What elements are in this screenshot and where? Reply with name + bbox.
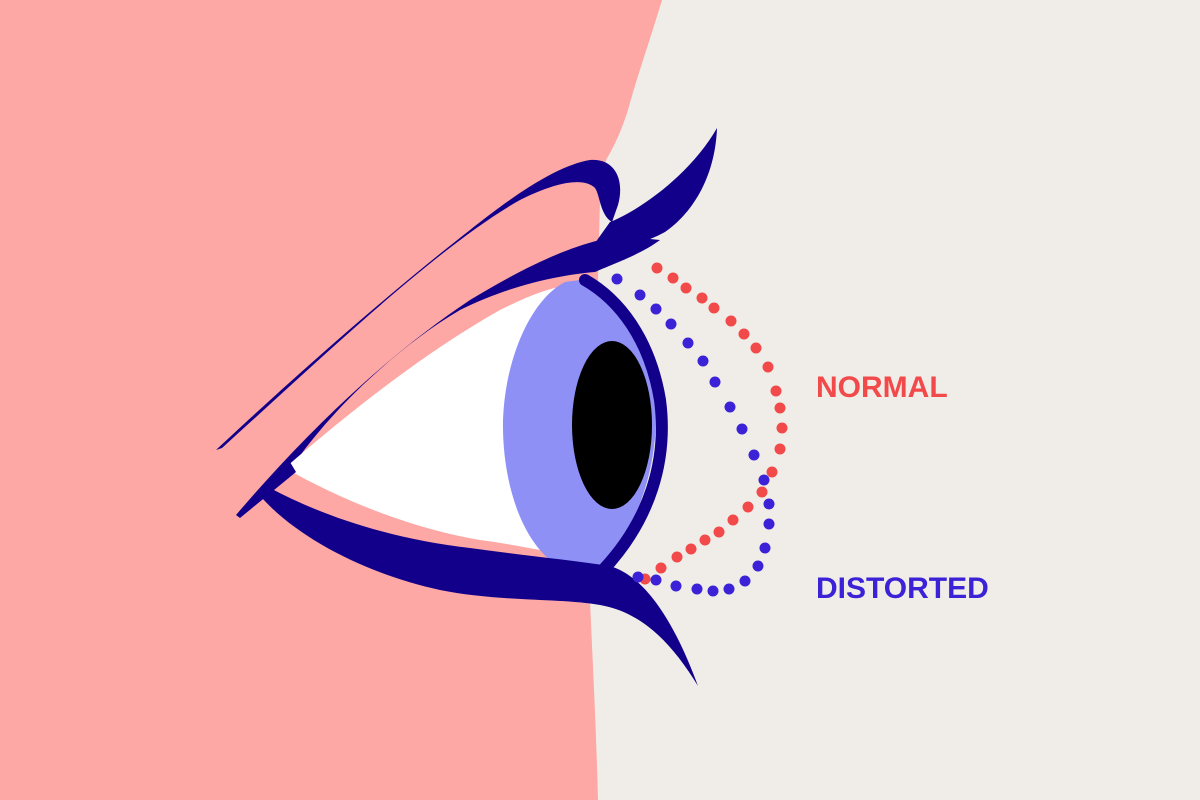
normal-curve-dot (738, 328, 750, 340)
distorted-curve-dot (748, 449, 760, 461)
normal-curve-dot (776, 422, 788, 434)
distorted-curve-dot (611, 273, 623, 285)
distorted-curve-dot (736, 423, 748, 435)
normal-curve-dot (727, 514, 739, 526)
distorted-curve-dot (665, 318, 677, 330)
eyelash-top (590, 128, 717, 250)
distorted-curve-dot (723, 583, 735, 595)
distorted-curve-dot (650, 303, 662, 315)
normal-curve-dot (685, 543, 697, 555)
normal-curve-dot (708, 302, 720, 314)
normal-curve-dot (774, 402, 786, 414)
distorted-label: DISTORTED (816, 572, 989, 605)
distorted-curve-dot (691, 583, 703, 595)
normal-curve-dot (756, 486, 768, 498)
distorted-curve-dot (758, 474, 770, 486)
lower-eyelid (262, 488, 698, 686)
distorted-curve-dot (650, 574, 662, 586)
distorted-curve-dot (763, 518, 775, 530)
normal-curve-dot (742, 501, 754, 513)
normal-curve-dot (725, 315, 737, 327)
normal-curve-dot (770, 385, 782, 397)
distorted-curve-dot (759, 542, 771, 554)
distorted-curve-dot (697, 355, 709, 367)
normal-curve-dot (671, 551, 683, 563)
distorted-curve-dot (682, 337, 694, 349)
distorted-curve-dot (763, 498, 775, 510)
distorted-curve-dot (739, 575, 751, 587)
distorted-curve-dot (670, 580, 682, 592)
distorted-curve-dot (707, 585, 719, 597)
distorted-curve-dot (752, 560, 764, 572)
face-skin-shape (0, 0, 662, 800)
normal-curve-dot (651, 262, 663, 274)
normal-curve-dot (655, 562, 667, 574)
normal-curve-dot (713, 526, 725, 538)
normal-curve-dot (696, 292, 708, 304)
distorted-curve-dot (709, 376, 721, 388)
eye-corner-line (236, 462, 296, 518)
distorted-curve-dot (632, 571, 644, 583)
pupil (572, 341, 652, 509)
cornea-outline (579, 274, 668, 576)
normal-curve-dot (680, 282, 692, 294)
normal-curve-dot (699, 534, 711, 546)
distorted-curve-dot (634, 289, 646, 301)
normal-label: NORMAL (816, 371, 948, 404)
normal-curve-dot (762, 361, 774, 373)
distorted-curve-dot (724, 401, 736, 413)
distorted-cornea-curve (611, 273, 775, 597)
normal-curve-dot (766, 466, 778, 478)
normal-curve-dot (750, 342, 762, 354)
normal-curve-dot (774, 443, 786, 455)
normal-curve-dot (667, 272, 679, 284)
